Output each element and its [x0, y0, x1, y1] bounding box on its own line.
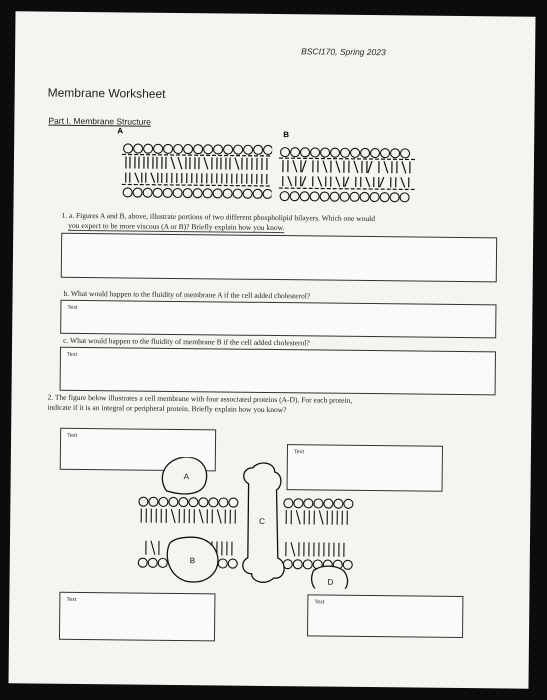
protein-d-shape [310, 565, 349, 589]
answer-box-bottom-left-label: Text [66, 596, 77, 603]
question-2-line2: indicate if it is an integral or periphe… [47, 402, 287, 415]
figure-a-label: A [117, 126, 124, 136]
answer-box-1b[interactable]: Text [60, 299, 497, 339]
bilayer-a-diagram [121, 143, 273, 199]
protein-c-shape [242, 462, 285, 583]
answer-box-1b-label: Text [67, 304, 78, 311]
answer-box-1c-label: Text [66, 351, 78, 358]
figure-b-label: B [283, 130, 290, 140]
question-1b: b. What would happen to the fluidity of … [63, 288, 311, 301]
protein-b-label: B [190, 556, 195, 565]
answer-box-1c[interactable]: Text [59, 346, 496, 396]
protein-b-shape [166, 536, 219, 583]
protein-c-label: C [259, 517, 265, 526]
question-1a-line2: you expect to be more viscous (A or B)? … [68, 220, 285, 234]
answer-box-1a[interactable] [60, 232, 498, 283]
question-1c: c. What would happen to the fluidity of … [63, 335, 310, 348]
worksheet-page: BSCI170, Spring 2023 Membrane Worksheet … [8, 11, 536, 689]
protein-a-shape [161, 456, 208, 495]
bilayer-b-diagram [278, 147, 416, 203]
answer-box-top-right-label: Text [293, 449, 305, 456]
membrane-protein-diagram: A B C D [137, 456, 354, 589]
answer-box-bottom-right[interactable]: Text [307, 594, 464, 639]
answer-box-top-left-label: Text [67, 432, 78, 439]
answer-box-bottom-right-label: Text [314, 599, 325, 606]
part1-heading: Part I. Membrane Structure [48, 115, 151, 127]
protein-d-label: D [328, 578, 334, 587]
protein-a-label: A [184, 472, 190, 481]
page-title: Membrane Worksheet [47, 85, 166, 101]
answer-box-bottom-left[interactable]: Text [58, 591, 216, 642]
course-header: BSCI170, Spring 2023 [301, 46, 386, 58]
